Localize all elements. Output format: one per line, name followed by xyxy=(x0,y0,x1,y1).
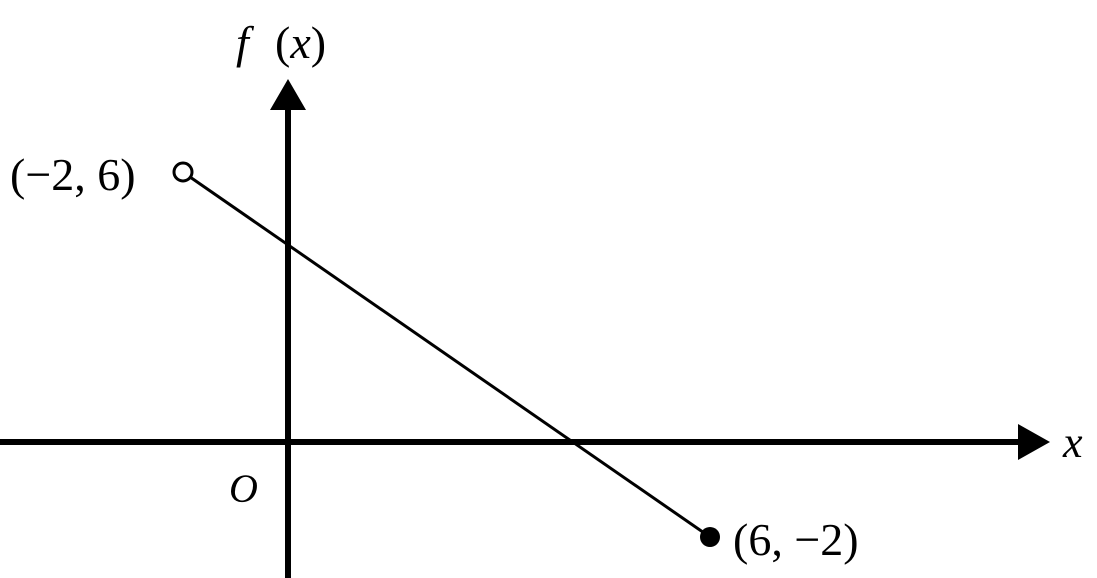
y-axis-label-arg: (x) xyxy=(275,17,326,68)
x-axis-label: x xyxy=(1062,418,1083,467)
y-axis-arrow-icon xyxy=(270,79,306,110)
closed-endpoint-icon xyxy=(700,527,720,547)
closed-point-label: (6, −2) xyxy=(733,514,859,565)
open-point-label: (−2, 6) xyxy=(10,149,136,200)
y-axis-label-f: f xyxy=(236,17,255,68)
open-endpoint-icon xyxy=(172,161,194,183)
x-axis-arrow-icon xyxy=(1018,424,1050,460)
origin-label: O xyxy=(229,466,258,511)
function-line xyxy=(189,175,711,539)
